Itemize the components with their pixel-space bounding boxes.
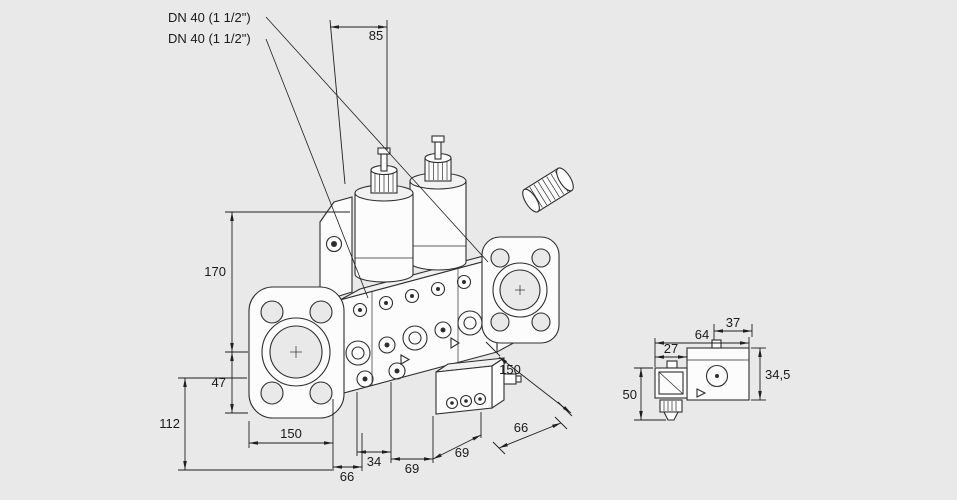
- leader-lines: [265, 16, 489, 299]
- dim-label-150-bottom: 150: [280, 426, 302, 441]
- dn-label-1: DN 40 (1 1/2"): [168, 10, 251, 25]
- strainer-fitting: [522, 167, 574, 213]
- solenoid-right: [409, 135, 467, 271]
- mounting-bracket: [319, 196, 353, 303]
- dimension-lines: [178, 19, 766, 471]
- dim-label-34: 34: [367, 454, 381, 469]
- dim-label-69-front: 69: [405, 461, 419, 476]
- dim-label-37: 37: [726, 315, 740, 330]
- dim-label-50: 50: [623, 387, 637, 402]
- labels: DN 40 (1 1/2") DN 40 (1 1/2") 85 170 47 …: [159, 10, 790, 484]
- flange-inlet: [248, 286, 345, 419]
- dim-label-69-depth: 69: [455, 445, 469, 460]
- flow-arrow-icon: [400, 354, 411, 365]
- dim-label-27: 27: [664, 341, 678, 356]
- flow-arrow-icon: [450, 337, 461, 349]
- dn-label-2: DN 40 (1 1/2"): [168, 31, 251, 46]
- dim-label-47: 47: [212, 375, 226, 390]
- dim-label-112: 112: [159, 416, 180, 431]
- dim-label-66-bottom: 66: [340, 469, 354, 484]
- dim-label-85: 85: [369, 28, 383, 43]
- dim-label-34-5: 34,5: [765, 367, 790, 382]
- pilot-valve: [654, 339, 750, 421]
- flange-outlet: [481, 236, 560, 344]
- dim-label-150-right: 150: [499, 362, 521, 377]
- solenoid-left: [354, 147, 414, 283]
- flow-arrow-icon: [696, 388, 707, 398]
- dim-label-66-right: 66: [514, 420, 528, 435]
- dim-label-170: 170: [204, 264, 226, 279]
- dim-label-64: 64: [695, 327, 709, 342]
